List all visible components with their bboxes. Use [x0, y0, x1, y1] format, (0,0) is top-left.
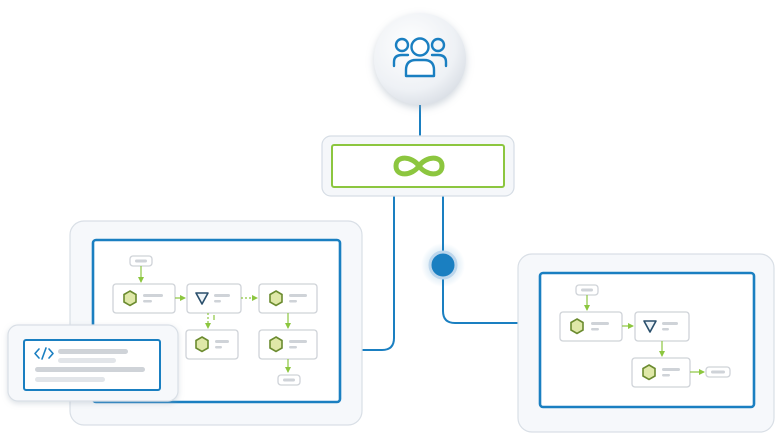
- team-node[interactable]: [374, 13, 466, 105]
- hub-to-right-line: [442, 195, 540, 324]
- triangle-down-icon: [643, 320, 657, 333]
- hexagon-icon: [195, 336, 209, 353]
- hexagon-icon: [642, 364, 656, 381]
- code-card[interactable]: [7, 324, 179, 402]
- hexagon-icon: [269, 336, 283, 353]
- hub-node[interactable]: [321, 135, 515, 197]
- right-flow: [559, 284, 731, 388]
- hexagon-icon: [123, 290, 137, 307]
- users-group-icon: [392, 37, 448, 78]
- triangle-down-icon: [195, 292, 209, 305]
- infinity-icon: [393, 155, 445, 177]
- hexagon-icon: [269, 290, 283, 307]
- hexagon-icon: [570, 318, 584, 335]
- flow-step[interactable]: [186, 283, 242, 314]
- flow-step[interactable]: [185, 329, 239, 360]
- code-brackets-icon: [34, 347, 54, 360]
- right-workflow-panel: [517, 253, 775, 433]
- hub-to-left-line: [342, 195, 395, 351]
- flow-step[interactable]: [258, 329, 318, 360]
- flow-step[interactable]: [631, 357, 691, 388]
- flow-step[interactable]: [634, 311, 690, 342]
- left-flow: [112, 255, 318, 386]
- flow-step[interactable]: [559, 311, 623, 342]
- flow-step[interactable]: [258, 283, 318, 314]
- blue-dot-icon[interactable]: [421, 243, 465, 287]
- flow-step[interactable]: [112, 283, 176, 314]
